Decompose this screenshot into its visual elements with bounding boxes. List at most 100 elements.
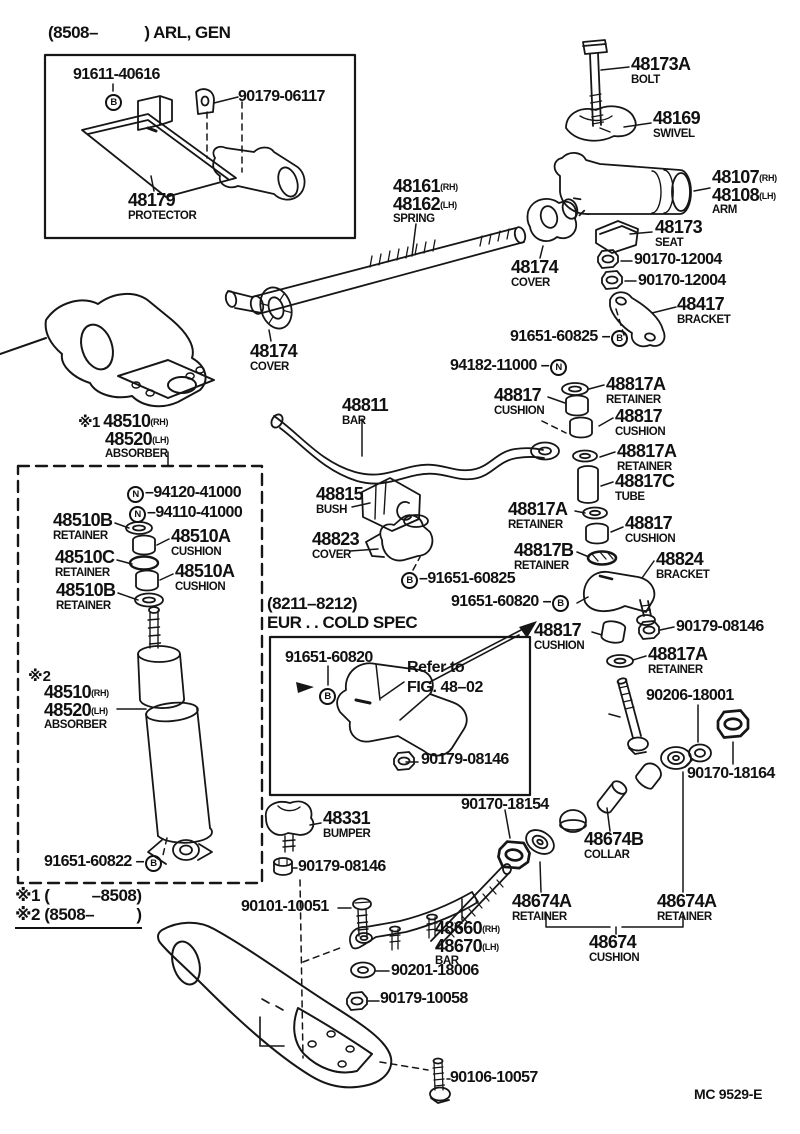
label-48817a-retainer-2-row-0: 48817A bbox=[617, 441, 677, 461]
label-48824-bracket-row-1: BRACKET bbox=[656, 568, 710, 581]
label-48674a-retainer-right-row-1: RETAINER bbox=[657, 910, 712, 923]
bolt-mark-b-coldspec: B bbox=[318, 686, 337, 705]
label-90179-08146-bottom: 90179-08146 bbox=[298, 858, 386, 876]
label-48179-protector-row-0: 48179 bbox=[128, 190, 176, 210]
label-48674b-collar-row-1: COLLAR bbox=[584, 848, 630, 861]
label-48331-bumper-row-0: 48331 bbox=[323, 808, 371, 828]
label-90101-10051-row-0: 90101-10051 bbox=[241, 898, 329, 915]
label-48174-cover-left-row-1: COVER bbox=[250, 360, 289, 373]
label-90170-12004-a: 90170-12004 bbox=[634, 251, 722, 269]
label-90179-06117-row-0: 90179-06117 bbox=[238, 88, 325, 105]
label-48817-cushion-3-row-1: CUSHION bbox=[625, 532, 676, 545]
label-48510-48520-absorber-1: ※1 48510(RH)48520(LH)ABSORBER bbox=[78, 412, 169, 462]
label-48817a-retainer-4-row-1: RETAINER bbox=[648, 663, 703, 676]
label-48817a-retainer-1-row-0: 48817A bbox=[606, 374, 666, 394]
refer-note: Refer to FIG. 48–02 bbox=[407, 658, 483, 698]
label-90201-18006: 90201-18006 bbox=[391, 962, 479, 980]
label-90106-10057: 90106-10057 bbox=[450, 1069, 538, 1087]
label-91651-60825-top-row-0: 91651-60825 –B bbox=[510, 328, 629, 347]
label-94110-41000: N–94110-41000 bbox=[128, 504, 243, 523]
label-48510-48520-absorber-2-row-3: ABSORBER bbox=[44, 719, 107, 732]
label-48817a-retainer-4-row-0: 48817A bbox=[648, 644, 708, 664]
label-91651-60820-right: 91651-60820 –B bbox=[451, 593, 570, 612]
label-94120-41000-row-0: N–94120-41000 bbox=[126, 484, 242, 503]
label-90179-08146-box: 90179-08146 bbox=[421, 751, 509, 769]
label-48817-cushion-2-row-0: 48817 bbox=[615, 406, 663, 426]
label-91651-60825-top: 91651-60825 –B bbox=[510, 328, 629, 347]
label-48179-protector-row-1: PROTECTOR bbox=[128, 209, 197, 222]
label-90170-12004-a-row-0: 90170-12004 bbox=[634, 251, 722, 268]
label-48107-48108-arm-row-1: 48108(LH) bbox=[712, 184, 776, 205]
label-91651-60822-row-0: 91651-60822 –B bbox=[44, 853, 163, 872]
label-48161-48162-spring-row-1: 48162(LH) bbox=[393, 193, 457, 214]
label-48817-cushion-3-row-0: 48817 bbox=[625, 513, 673, 533]
label-48817c-tube-row-1: TUBE bbox=[615, 490, 645, 503]
label-48660-48670-bar-row-1: 48670(LH) bbox=[435, 935, 499, 956]
label-90101-10051: 90101-10051 bbox=[241, 898, 329, 916]
label-94110-41000-row-0: N–94110-41000 bbox=[128, 504, 243, 523]
label-48510-48520-absorber-2-row-0: ※2 bbox=[28, 668, 51, 685]
label-90179-08146-right-row-0: 90179-08146 bbox=[676, 618, 764, 635]
label-48174-cover-right-row-1: COVER bbox=[511, 276, 550, 289]
label-91651-60825-mid-row-0: B–91651-60825 bbox=[400, 570, 516, 589]
label-48417-bracket-row-1: BRACKET bbox=[677, 313, 731, 326]
label-90206-18001-row-0: 90206-18001 bbox=[646, 687, 734, 704]
label-48510a-cushion-2-row-0: 48510A bbox=[175, 561, 235, 581]
label-48817a-retainer-3-row-0: 48817A bbox=[508, 499, 568, 519]
legend-note-2: ※2 (8508– ) bbox=[15, 904, 142, 924]
bolt-mark-b-protector-row-0: B bbox=[104, 92, 123, 111]
label-48510-48520-absorber-1-row-1: 48520(LH) bbox=[105, 428, 169, 449]
label-48817-cushion-4-row-1: CUSHION bbox=[534, 639, 585, 652]
label-48173-seat-row-1: SEAT bbox=[655, 236, 684, 249]
label-48173a-bolt-row-1: BOLT bbox=[631, 73, 660, 86]
refer-note-line1: Refer to bbox=[407, 659, 465, 676]
label-90179-10058: 90179-10058 bbox=[380, 990, 468, 1008]
label-48817-cushion-2-row-1: CUSHION bbox=[615, 425, 666, 438]
label-48331-bumper-row-1: BUMPER bbox=[323, 827, 371, 840]
label-48674b-collar-row-0: 48674B bbox=[584, 829, 644, 849]
label-48815-bush-row-1: BUSH bbox=[316, 503, 347, 516]
label-48510-48520-absorber-2-row-1: 48510(RH) bbox=[44, 682, 109, 702]
label-48510b-retainer-2-row-1: RETAINER bbox=[56, 599, 111, 612]
label-91651-60820-right-row-0: 91651-60820 –B bbox=[451, 593, 570, 612]
label-48817c-tube-row-0: 48817C bbox=[615, 471, 675, 491]
label-48161-48162-spring-row-0: 48161(RH) bbox=[393, 176, 458, 196]
label-48510-48520-absorber-1-row-2: ABSORBER bbox=[105, 448, 168, 461]
label-48817b-retainer-row-0: 48817B bbox=[514, 540, 574, 560]
legend: ※1 ( –8508) ※2 (8508– ) bbox=[15, 886, 142, 930]
label-48817b-retainer-row-1: RETAINER bbox=[514, 559, 569, 572]
legend-note-1: ※1 ( –8508) bbox=[15, 886, 142, 905]
label-90170-18154: 90170-18154 bbox=[461, 796, 549, 814]
label-48174-cover-left-row-0: 48174 bbox=[250, 341, 298, 361]
label-48674a-retainer-left-row-1: RETAINER bbox=[512, 910, 567, 923]
label-90201-18006-row-0: 90201-18006 bbox=[391, 962, 479, 979]
label-91651-60820-box: 91651-60820 bbox=[285, 649, 373, 667]
label-48174-cover-right-row-0: 48174 bbox=[511, 257, 559, 277]
label-48824-bracket-row-0: 48824 bbox=[656, 549, 704, 569]
label-48817a-retainer-1-row-1: RETAINER bbox=[606, 393, 661, 406]
protector-box-title: (8508– ) ARL, GEN bbox=[48, 23, 231, 42]
label-90170-18154-row-0: 90170-18154 bbox=[461, 796, 549, 813]
label-48674-cushion-row-1: CUSHION bbox=[589, 951, 640, 964]
